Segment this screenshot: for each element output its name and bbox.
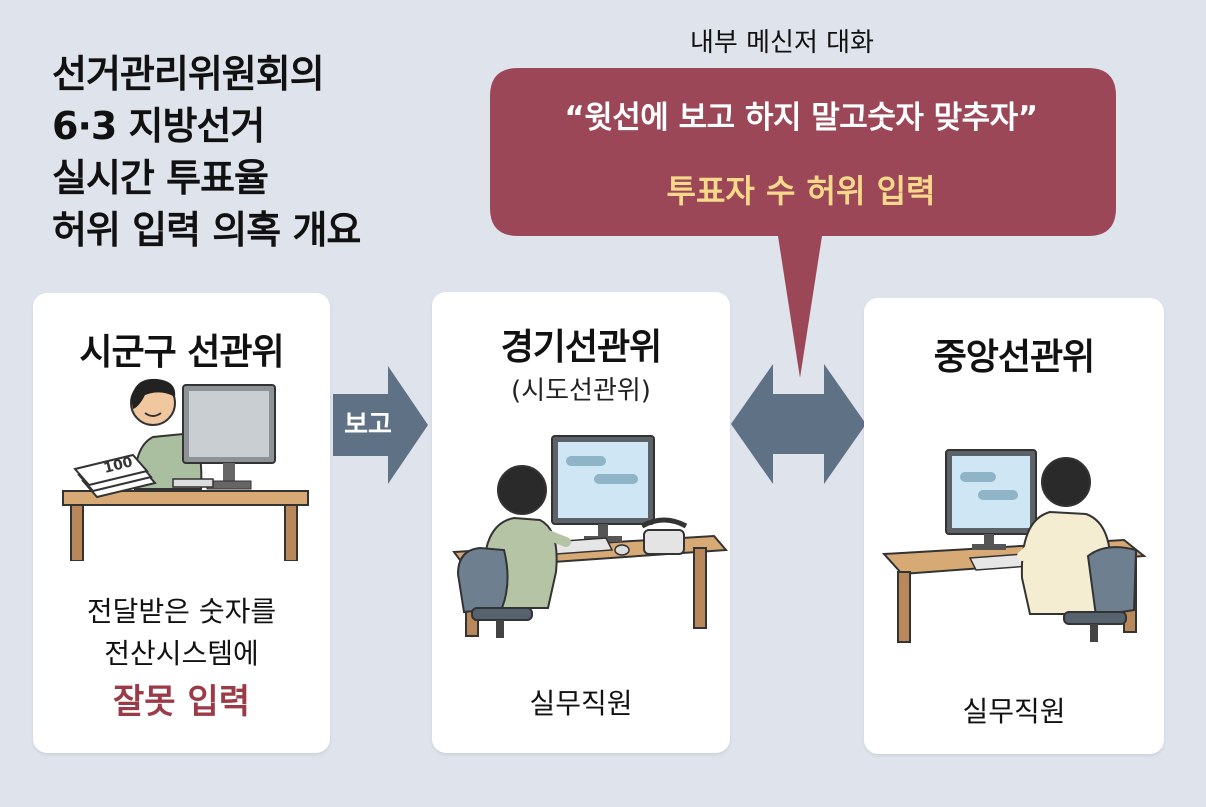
card-local-desc-highlight-row: 잘못 입력 — [33, 681, 330, 725]
messenger-caption: 내부 메신저 대화 — [690, 28, 874, 58]
card-central-title: 중앙선관위 — [933, 337, 1096, 378]
card-local-desc-1: 전달받은 숫자를 — [86, 595, 277, 628]
card-local-highlight: 잘못 입력 — [113, 682, 250, 722]
report-arrow-label: 보고 — [344, 410, 392, 440]
title-line-1: 선거관리위원회의 — [52, 52, 325, 96]
infographic-title: 선거관리위원회의 6·3 지방선거 실시간 투표율 허위 입력 의혹 개요 — [52, 48, 361, 256]
svg-text:100: 100 — [102, 454, 134, 477]
card-local-desc-2: 전산시스템에 — [104, 637, 259, 670]
card-province-subtitle: (시도선관위) — [511, 376, 651, 406]
card-province-staff: 실무직원 — [529, 687, 633, 720]
card-central-staff: 실무직원 — [962, 695, 1066, 728]
province-worker-illustration — [452, 435, 729, 638]
title-line-2: 6·3 지방선거 — [52, 104, 265, 148]
central-worker-illustration — [881, 449, 1147, 643]
card-province-title: 경기선관위 — [500, 327, 663, 368]
title-line-3: 실시간 투표율 — [52, 156, 269, 200]
bubble-subtitle: 투표자 수 허위 입력 — [666, 172, 936, 210]
card-province-commission: 경기선관위 (시도선관위) — [432, 292, 730, 753]
card-central-commission: 중앙선관위 실무직원 — [864, 298, 1164, 754]
title-line-4: 허위 입력 의혹 개요 — [52, 208, 361, 252]
bubble-quote: “윗선에 보고 하지 말고숫자 맞추자” — [564, 100, 1038, 136]
card-local-title: 시군구 선관위 — [79, 332, 284, 373]
card-local-commission: 시군구 선관위 100 전달받은 숫자를 전산시스템에 — [33, 293, 330, 753]
local-worker-illustration: 100 — [62, 378, 309, 561]
